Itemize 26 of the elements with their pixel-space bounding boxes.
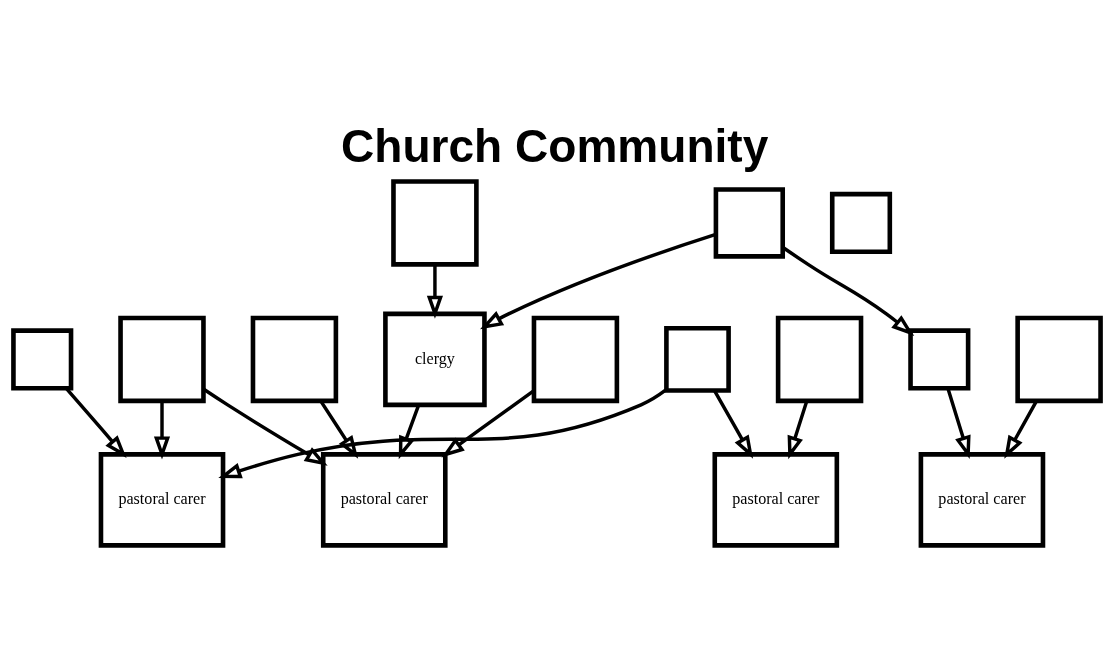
node-box: clergy — [383, 311, 487, 407]
arrow — [441, 388, 535, 457]
arrow — [202, 387, 328, 466]
node-box: pastoral carer — [98, 451, 226, 548]
node-box — [775, 315, 864, 403]
node-box — [118, 315, 206, 403]
arrow — [480, 232, 717, 329]
node-box: pastoral carer — [918, 451, 1046, 548]
node-box — [391, 178, 479, 267]
node-box — [908, 327, 971, 390]
node-box — [1015, 315, 1103, 403]
node-box — [713, 186, 785, 259]
diagram-title: Church Community — [341, 119, 769, 172]
node-box: pastoral carer — [712, 451, 840, 548]
node-box — [531, 315, 620, 403]
node-box — [11, 327, 74, 390]
node-box — [829, 191, 893, 254]
arrow — [712, 389, 754, 459]
arrow — [218, 387, 668, 478]
node-box: pastoral carer — [320, 451, 448, 548]
node-box — [664, 325, 731, 393]
arrow — [782, 245, 915, 336]
node-box — [250, 315, 339, 403]
arrow — [153, 400, 171, 459]
arrow — [946, 387, 971, 459]
arrow — [426, 264, 443, 319]
